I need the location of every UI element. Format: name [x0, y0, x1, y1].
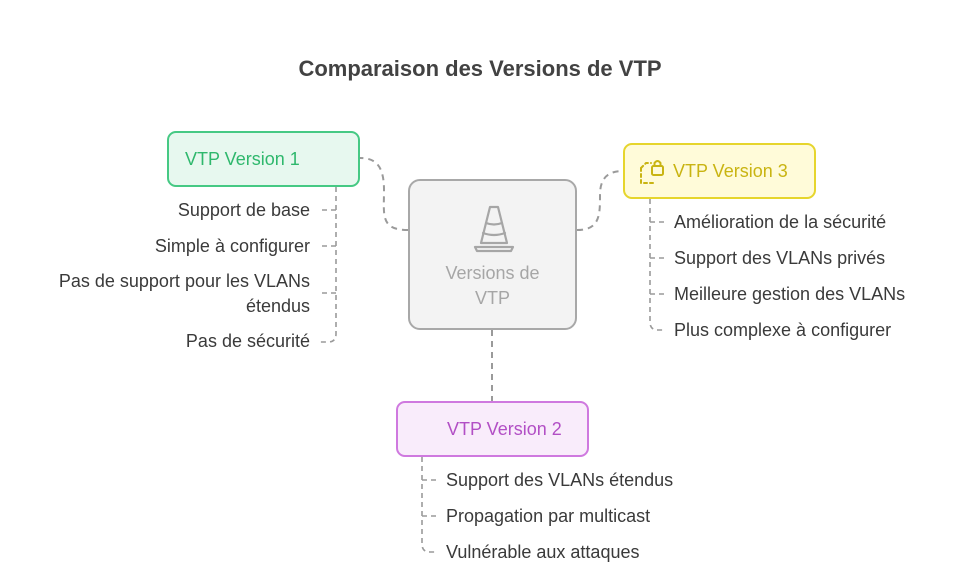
v1-item-3-line1: Pas de support pour les VLANs — [58, 271, 310, 291]
v1-item-2: Simple à configurer — [154, 236, 310, 256]
vtp-version-3-label: VTP Version 3 — [673, 160, 788, 181]
center-label-line1: Versions de — [445, 263, 540, 283]
connector-center-v3 — [576, 170, 624, 231]
center-label-line2: VTP — [474, 288, 510, 308]
v3-item-3: Meilleure gestion des VLANs — [674, 284, 906, 304]
bracket-v2 — [421, 457, 438, 553]
v1-item-4: Pas de sécurité — [185, 331, 310, 351]
vtp-version-1-box: VTP Version 1 — [167, 131, 360, 187]
connector-center-v1 — [359, 157, 409, 231]
v2-item-3: Vulnérable aux attaques — [446, 542, 640, 562]
v3-item-2: Support des VLANs privés — [674, 248, 886, 268]
bracket-v1 — [320, 187, 337, 343]
diagram-title: Comparaison des Versions de VTP — [298, 56, 662, 81]
vtp-version-1-label: VTP Version 1 — [185, 148, 300, 169]
v3-item-1: Amélioration de la sécurité — [674, 212, 887, 232]
vtp-version-2-box: VTP Version 2 — [396, 401, 589, 457]
v3-item-4: Plus complexe à configurer — [674, 320, 892, 340]
v1-item-3-line2: étendus — [245, 296, 310, 316]
document-lock-icon — [640, 160, 664, 184]
vtp-version-3-box: VTP Version 3 — [623, 143, 816, 199]
vtp-version-2-label: VTP Version 2 — [447, 418, 562, 439]
bracket-v3 — [649, 199, 666, 331]
center-node: Versions de VTP — [408, 179, 577, 330]
v1-item-1: Support de base — [177, 200, 310, 220]
v2-item-2: Propagation par multicast — [446, 506, 651, 526]
traffic-cone-icon — [473, 205, 515, 253]
v2-item-1: Support des VLANs étendus — [446, 470, 674, 490]
